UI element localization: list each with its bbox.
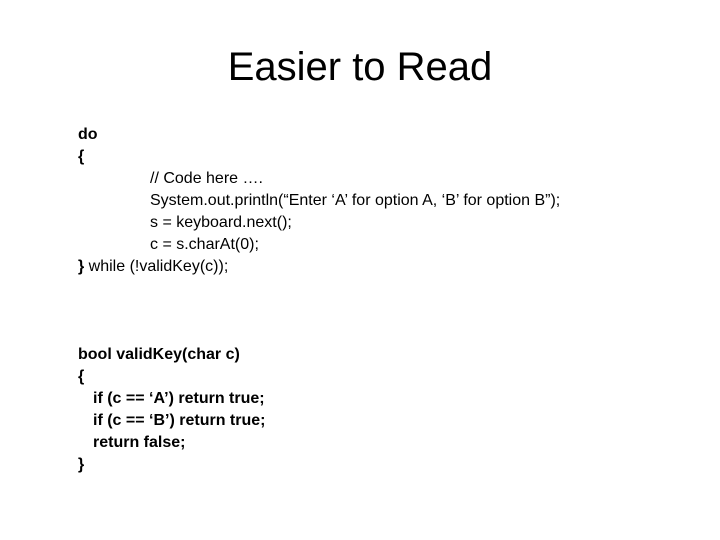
code-text: c = s.charAt(0); — [150, 236, 259, 253]
code-line: { — [78, 366, 710, 388]
code-text: { — [78, 368, 85, 385]
code-line — [78, 278, 710, 300]
code-text: } — [78, 258, 89, 275]
code-line: if (c == ‘A’) return true; — [78, 388, 710, 410]
code-text: if (c == ‘B’) return true; — [93, 412, 266, 429]
code-text: bool validKey(char c) — [78, 346, 240, 363]
code-line — [78, 300, 710, 322]
code-line: c = s.charAt(0); — [78, 234, 710, 256]
code-line — [78, 322, 710, 344]
code-text: return false; — [93, 434, 186, 451]
code-text: System.out.println(“Enter ‘A’ for option… — [150, 192, 561, 209]
slide-title: Easier to Read — [227, 45, 493, 89]
code-line: s = keyboard.next(); — [78, 212, 710, 234]
code-line: if (c == ‘B’) return true; — [78, 410, 710, 432]
code-text: // Code here …. — [150, 170, 263, 187]
code-line: bool validKey(char c) — [78, 344, 710, 366]
code-text: s = keyboard.next(); — [150, 214, 292, 231]
code-line: return false; — [78, 432, 710, 454]
code-line: // Code here …. — [78, 168, 710, 190]
code-text: } — [78, 456, 85, 473]
code-block: do { // Code here …. System.out.println(“En… — [78, 124, 710, 476]
code-text: while (!validKey(c)); — [88, 258, 229, 275]
code-line: { — [78, 146, 710, 168]
code-line: } while (!validKey(c)); — [78, 256, 710, 278]
code-line: do — [78, 124, 710, 146]
code-text: do — [78, 126, 98, 143]
code-text: if (c == ‘A’) return true; — [93, 390, 265, 407]
code-text: { — [78, 148, 85, 165]
code-line: System.out.println(“Enter ‘A’ for option… — [78, 190, 710, 212]
code-line: } — [78, 454, 710, 476]
